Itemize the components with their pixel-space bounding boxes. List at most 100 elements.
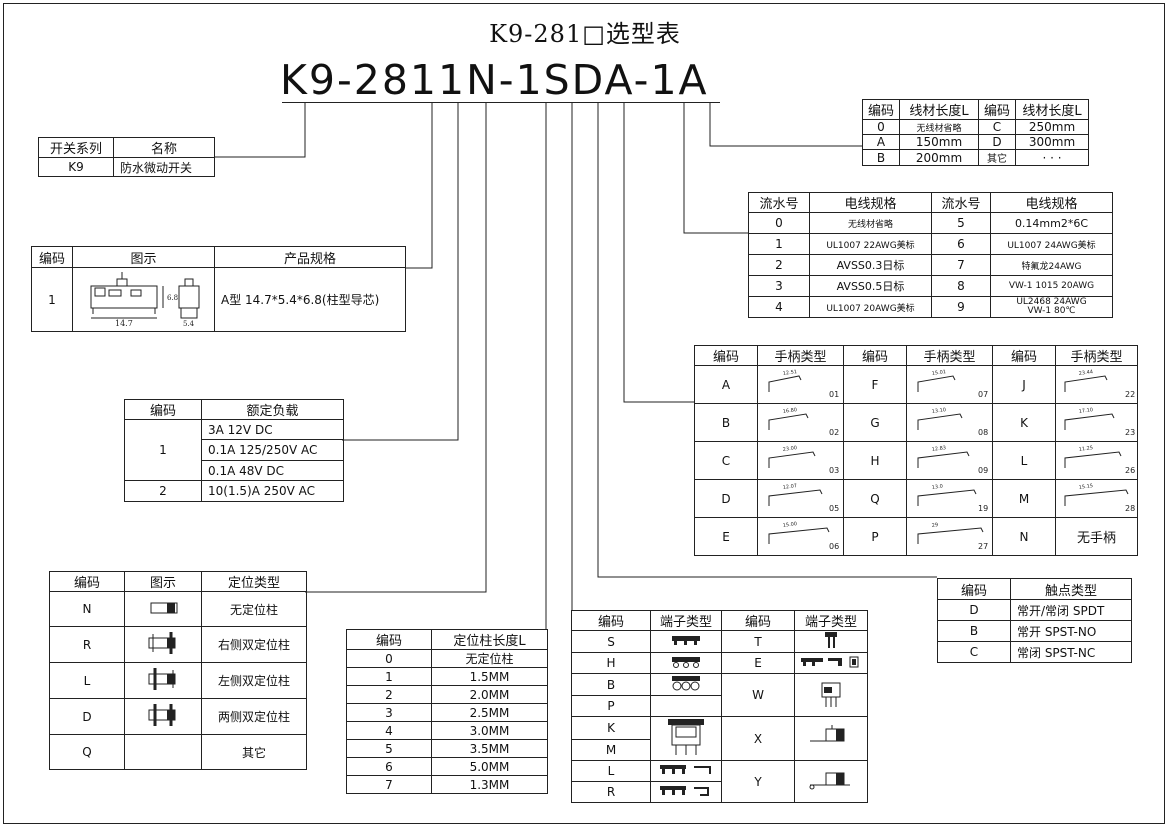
left-post-icon (148, 668, 176, 690)
terminal-code: L (571, 760, 651, 782)
table-cell: 0 (748, 212, 810, 234)
header-handle-3: 手柄类型 (1055, 345, 1138, 366)
table-cell: 无线材省略 (899, 119, 979, 135)
handle-dim-label: 13.0 (931, 483, 943, 490)
header-type: 定位类型 (201, 571, 307, 592)
table-cell: N (992, 517, 1056, 556)
header-handle-2: 手柄类型 (906, 345, 993, 366)
header-code: 编码 (346, 629, 432, 650)
load-2: 10(1.5)A 250V AC (201, 480, 344, 502)
table-cell: 0.14mm2*6C (990, 212, 1113, 234)
terminal-code: E (721, 652, 795, 674)
header-contact: 触点类型 (1010, 578, 1132, 600)
handle-dim-label: 16.80 (782, 407, 797, 415)
load-code-1: 1 (124, 419, 202, 481)
handle-dim-label: 12.83 (931, 445, 946, 453)
handle-number-label: 08 (978, 428, 988, 437)
terminal-l-icon (660, 764, 711, 774)
header-code: 编码 (937, 578, 1011, 600)
pos-code-l: L (49, 662, 125, 699)
handle-number-label: 01 (829, 390, 839, 399)
table-cell: K (992, 403, 1056, 442)
table-cell: D (694, 479, 758, 518)
pos-type-d: 两侧双定位柱 (201, 698, 307, 735)
terminal-r-icon (660, 785, 709, 796)
pos-code-d: D (49, 698, 125, 735)
terminal-code: P (571, 695, 651, 717)
terminal-code: B (571, 673, 651, 696)
header-code-3: 编码 (992, 345, 1056, 366)
table-cell: AVSS0.3日标 (809, 254, 932, 276)
pos-type-r: 右侧双定位柱 (201, 626, 307, 663)
table-cell: UL1007 24AWG美标 (990, 233, 1113, 255)
table-cell: 4 (748, 296, 810, 318)
table-cell: 1 (748, 233, 810, 255)
handle-figure: 15.00 06 (757, 517, 844, 556)
handle-dim-label: 17.10 (1078, 407, 1093, 415)
model-code: K9-2811N-1SDA-1A (280, 56, 709, 104)
handle-number-label: 06 (829, 542, 839, 551)
header-code: 编码 (31, 246, 73, 268)
header-wire: 电线规格 (809, 192, 932, 213)
handle-dim-label: 15.00 (782, 521, 797, 529)
spec-code: 1 (31, 267, 73, 332)
table-cell: 3.0MM (431, 721, 548, 740)
handle-number-label: 05 (829, 504, 839, 513)
dim-depth-label: 5.4 (183, 320, 195, 328)
table-cell: 2.0MM (431, 685, 548, 704)
terminal-table: 编码 端子类型 编码 端子类型 S T H E B W P K X M L Y (571, 610, 868, 803)
header-figure: 图示 (72, 246, 215, 268)
series-table: 开关系列 名称 K9 防水微动开关 (38, 137, 215, 177)
header-code: 编码 (571, 610, 651, 631)
terminal-t-icon (825, 632, 837, 648)
pos-type-n: 无定位柱 (201, 591, 307, 627)
table-cell: 1.5MM (431, 667, 548, 686)
wire-spec-extra: VW-1 80℃ (1027, 306, 1076, 316)
header-length-2: 线材长度L (1015, 99, 1089, 120)
switch-drawing-icon: 14.7 6.8 5.4 (90, 272, 199, 328)
header-code: 编码 (862, 99, 900, 120)
handle-dim-label: 15.15 (1078, 483, 1093, 491)
spec-text: A型 14.7*5.4*6.8(柱型导芯) (214, 267, 406, 332)
header-code: 编码 (694, 345, 758, 366)
pos-type-l: 左侧双定位柱 (201, 662, 307, 699)
both-post-icon (148, 704, 176, 726)
table-cell: 2.5MM (431, 703, 548, 722)
table-cell: 常开/常闭 SPDT (1010, 599, 1132, 621)
table-cell: 150mm (899, 134, 979, 150)
header-spec: 产品规格 (214, 246, 406, 268)
table-cell: 无定位柱 (431, 649, 548, 668)
handle-number-label: 27 (978, 542, 988, 551)
table-cell: 300mm (1015, 134, 1089, 150)
terminal-y-icon (809, 772, 850, 790)
pos-code-n: N (49, 591, 125, 627)
terminal-code: M (571, 738, 651, 761)
series-code: K9 (38, 157, 114, 177)
rated-load-table: 编码 额定负载 1 3A 12V DC 0.1A 125/250V AC 0.1… (124, 399, 344, 502)
table-cell: A (862, 134, 900, 150)
